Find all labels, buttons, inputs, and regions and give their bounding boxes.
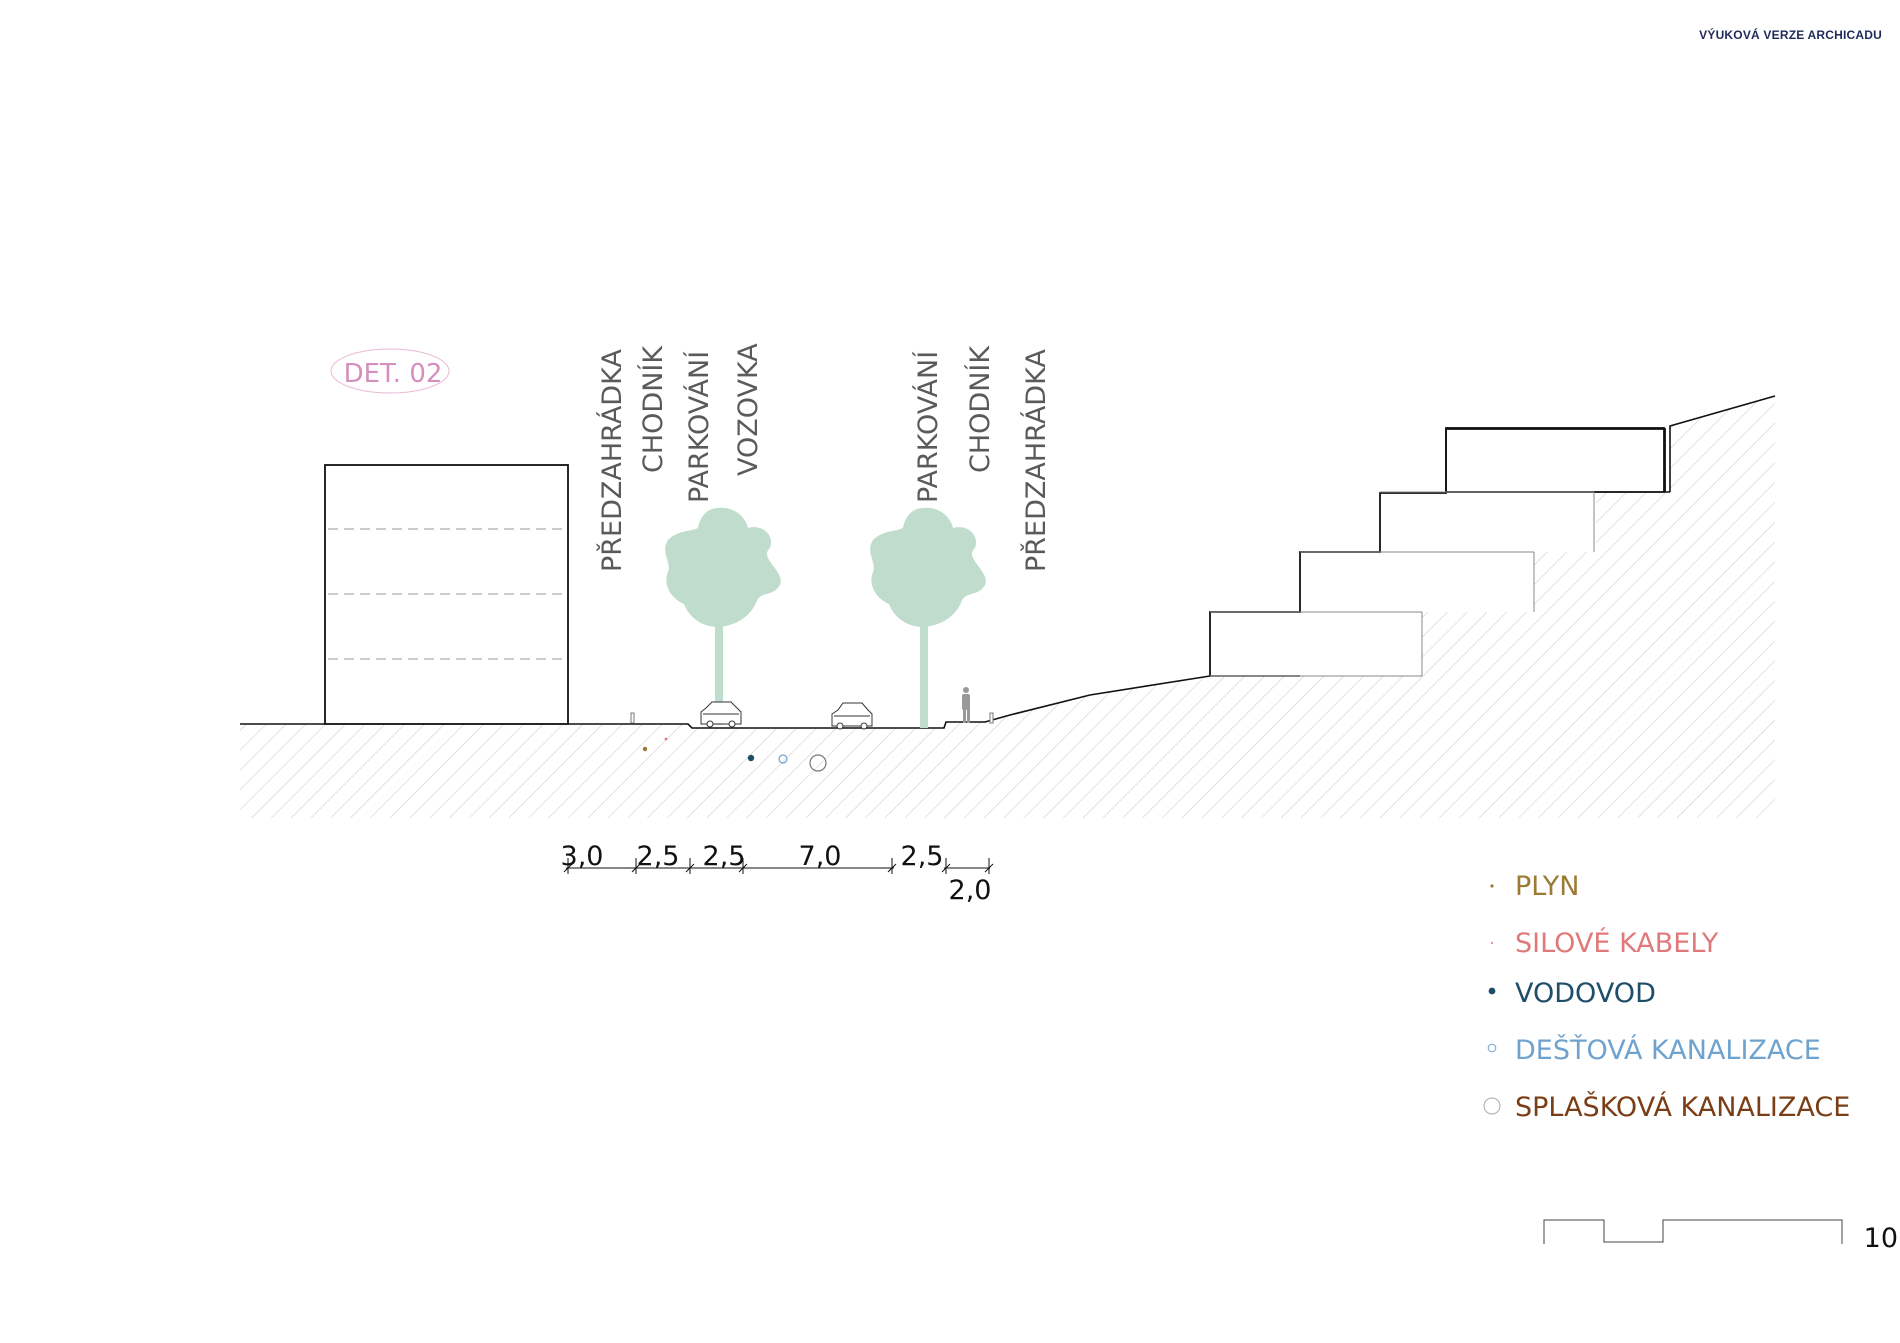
pedestrian	[962, 687, 970, 723]
legend-label-destova: DEŠŤOVÁ KANALIZACE	[1515, 1034, 1821, 1066]
label-chodnik-left: CHODNÍK	[637, 345, 669, 473]
dim-chodnik-left: 2,5	[637, 841, 680, 872]
label-chodnik-right: CHODNÍK	[964, 345, 996, 473]
label-predzahradka-right: PŘEDZAHRÁDKA	[1020, 349, 1052, 572]
gas-pipe	[642, 746, 648, 752]
legend-symbol-splaskova	[1483, 1097, 1501, 1115]
legend-label-vodovod: VODOVOD	[1515, 978, 1656, 1009]
utilities	[642, 737, 827, 772]
car-road	[831, 702, 873, 730]
legend-label-splaskova: SPLAŠKOVÁ KANALIZACE	[1515, 1091, 1850, 1123]
legend: PLYN SILOVÉ KABELY VODOVOD DEŠŤOVÁ KANAL…	[1483, 871, 1850, 1123]
page-number: 10	[1864, 1223, 1898, 1254]
legend-symbol-destova	[1487, 1043, 1497, 1053]
dimension-values: 3,0 2,5 2,5 7,0 2,5 2,0	[561, 841, 992, 906]
detail-label: DET. 02	[344, 359, 443, 389]
legend-symbol-vodovod	[1488, 987, 1496, 995]
water-pipe	[747, 754, 755, 762]
watermark: VÝUKOVÁ VERZE ARCHICADU	[1699, 28, 1882, 42]
detail-marker: DET. 02	[330, 348, 450, 394]
storm-sewer	[778, 754, 788, 764]
legend-label-silove-kabely: SILOVÉ KABELY	[1515, 927, 1719, 959]
legend-symbol-plyn	[1490, 884, 1494, 888]
label-predzahradka-left: PŘEDZAHRÁDKA	[596, 349, 628, 572]
dim-parkovani-right: 2,5	[901, 841, 944, 872]
scale-bar	[1543, 1219, 1843, 1244]
left-building	[324, 464, 569, 725]
dimension-line	[563, 858, 994, 874]
dim-chodnik-right: 2,0	[949, 875, 992, 906]
label-parkovani-left: PARKOVÁNÍ	[683, 351, 715, 503]
sanitary-sewer	[809, 754, 827, 772]
dim-predzahradka-left: 3,0	[561, 841, 604, 872]
tree-left	[665, 507, 781, 725]
label-vozovka: VOZOVKA	[733, 343, 764, 476]
car-parked-left	[700, 701, 742, 728]
label-parkovani-right: PARKOVÁNÍ	[912, 351, 944, 503]
power-cable	[664, 737, 668, 741]
legend-label-plyn: PLYN	[1515, 871, 1579, 902]
bollard-left	[630, 712, 635, 724]
zone-labels: PŘEDZAHRÁDKA CHODNÍK PARKOVÁNÍ VOZOVKA P…	[596, 343, 1052, 572]
terraced-building	[1209, 427, 1666, 677]
bollard-right	[989, 712, 994, 724]
dim-parkovani-left: 2,5	[703, 841, 746, 872]
legend-symbol-silove-kabely	[1491, 942, 1493, 944]
dim-vozovka: 7,0	[799, 841, 842, 872]
tree-right	[870, 507, 986, 728]
